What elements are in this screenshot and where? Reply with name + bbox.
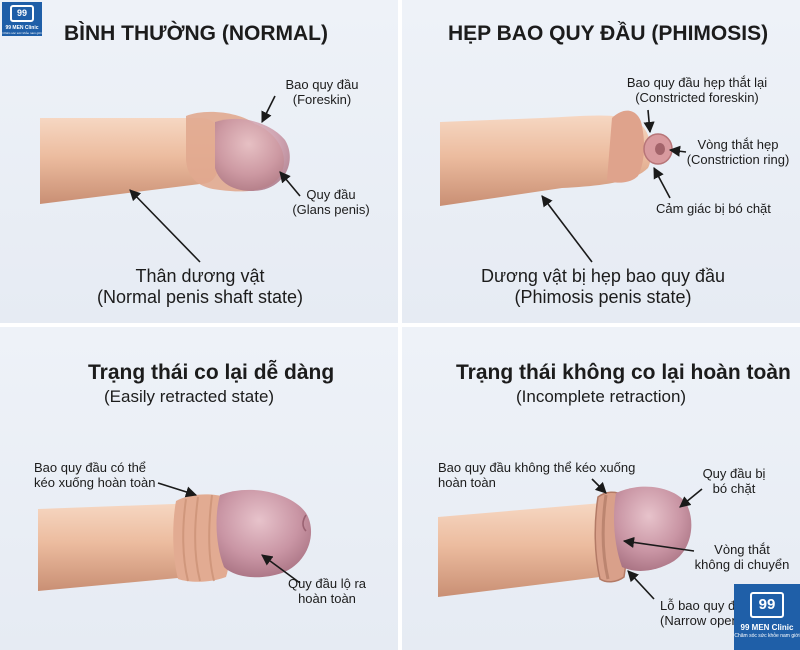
incomplete-illustration xyxy=(438,478,703,600)
label-incomplete-glans-l2: bó chặt xyxy=(712,480,756,496)
label-incomplete-glans-l1: Quy đầu bị xyxy=(702,466,766,481)
arrow-incomplete-glans xyxy=(679,488,703,508)
panel-normal-title: BÌNH THƯỜNG (NORMAL) xyxy=(64,22,328,45)
easy-shaft xyxy=(38,503,210,591)
easy-retracted-foreskin xyxy=(173,494,231,582)
label-foreskin-en: (Foreskin) xyxy=(292,91,352,107)
logo-tagline-large: Chăm sóc sức khỏe nam giới xyxy=(734,633,800,639)
label-state: Dương vật bị hẹp bao quy đầu (Phimosis p… xyxy=(458,266,748,307)
normal-illustration xyxy=(40,95,301,263)
panel-easy-subtitle: (Easily retracted state) xyxy=(104,387,275,406)
logo-large: 99 99 MEN Clinic Chăm sóc sức khỏe nam g… xyxy=(734,584,800,650)
label-easy-foreskin-l1: Bao quy đầu có thể xyxy=(34,460,147,475)
phimosis-shaft xyxy=(440,115,652,206)
logo-name-large: 99 MEN Clinic xyxy=(740,623,794,632)
label-incomplete-ring-l2: không di chuyển xyxy=(694,556,790,572)
arrow-glans xyxy=(279,171,301,197)
arrow-easy-foreskin xyxy=(157,482,198,498)
logo-small: 99 99 MEN Clinic Chăm sóc sức khỏe nam g… xyxy=(2,2,42,36)
label-easy-glans-l2: hoàn toàn xyxy=(298,590,356,606)
label-incomplete-foreskin-l2: hoàn toàn xyxy=(438,474,496,490)
label-glans: Quy đầu (Glans penis) xyxy=(276,187,386,218)
logo-mark-large: 99 xyxy=(750,592,784,618)
label-state-vi: Dương vật bị hẹp bao quy đầu xyxy=(480,266,726,286)
incomplete-shaft xyxy=(438,503,616,597)
panel-incomplete-title: Trạng thái không co lại hoàn toàn xyxy=(456,361,791,384)
label-ring: Vòng thắt hẹp (Constriction ring) xyxy=(676,137,800,168)
label-incomplete-glans: Quy đầu bị bó chặt xyxy=(694,466,774,497)
label-incomplete-foreskin-l1: Bao quy đầu không thể kéo xuống xyxy=(438,460,636,475)
label-incomplete-foreskin: Bao quy đầu không thể kéo xuống hoàn toà… xyxy=(438,460,636,491)
arrow-shaft xyxy=(129,189,201,263)
incomplete-ring-band xyxy=(601,494,610,580)
easy-foreskin-folds xyxy=(182,494,215,582)
panel-phimosis-title: HẸP BAO QUY ĐẦU (PHIMOSIS) xyxy=(448,22,769,45)
arrow-easy-glans xyxy=(261,554,301,584)
label-easy-foreskin-l2: kéo xuống hoàn toàn xyxy=(34,474,156,490)
label-constricted: Bao quy đầu hẹp thắt lại (Constricted fo… xyxy=(602,75,792,106)
arrow-incomplete-ring xyxy=(622,536,695,552)
phimosis-illustration xyxy=(440,109,687,263)
label-ring-vi: Vòng thắt hẹp xyxy=(697,137,779,152)
phimosis-constricted-foreskin xyxy=(607,110,645,183)
label-foreskin: Bao quy đầu (Foreskin) xyxy=(262,77,382,108)
easy-meatus xyxy=(302,514,307,532)
normal-glans xyxy=(215,118,290,192)
panel-normal: BÌNH THƯỜNG (NORMAL) Bao quy đầu (Foresk… xyxy=(0,0,398,323)
incomplete-glans xyxy=(614,486,692,571)
label-tight: Cảm giác bị bó chặt xyxy=(656,201,771,216)
easy-glans xyxy=(216,489,312,578)
logo-name-small: 99 MEN Clinic xyxy=(5,25,39,31)
arrow-tight xyxy=(653,167,671,199)
easy-illustration xyxy=(38,482,312,591)
logo-tagline-small: Chăm sóc sức khỏe nam giới xyxy=(2,31,42,35)
arrow-constricted xyxy=(643,109,655,134)
normal-shaft xyxy=(40,118,220,204)
label-glans-en: (Glans penis) xyxy=(292,201,370,217)
label-glans-vi: Quy đầu xyxy=(306,187,356,202)
label-incomplete-ring-l1: Vòng thắt xyxy=(714,542,770,557)
arrow-ring xyxy=(668,145,687,157)
panel-phimosis: HẸP BAO QUY ĐẦU (PHIMOSIS) Bao quy đầu h… xyxy=(402,0,800,323)
label-foreskin-vi: Bao quy đầu xyxy=(285,77,359,92)
panel-easy-title: Trạng thái co lại dễ dàng xyxy=(88,361,335,384)
label-shaft-en: (Normal penis shaft state) xyxy=(96,286,304,307)
label-ring-en: (Constriction ring) xyxy=(686,151,790,167)
label-easy-foreskin: Bao quy đầu có thể kéo xuống hoàn toàn xyxy=(34,460,156,491)
panel-easy: Trạng thái co lại dễ dàng (Easily retrac… xyxy=(0,327,398,650)
logo-mark-small: 99 xyxy=(10,5,34,22)
arrow-incomplete-narrow xyxy=(627,570,655,600)
label-state-en: (Phimosis penis state) xyxy=(514,286,692,307)
label-constricted-vi: Bao quy đầu hẹp thắt lại xyxy=(626,75,768,90)
phimosis-opening xyxy=(655,143,665,155)
label-shaft-vi: Thân dương vật xyxy=(135,266,265,286)
label-incomplete-ring: Vòng thắt không di chuyển xyxy=(684,542,800,573)
arrow-state xyxy=(541,195,593,263)
label-shaft: Thân dương vật (Normal penis shaft state… xyxy=(60,266,340,307)
arrow-foreskin xyxy=(261,95,276,124)
panel-incomplete-subtitle: (Incomplete retraction) xyxy=(516,387,687,406)
arrow-incomplete-foreskin xyxy=(591,478,607,494)
label-easy-glans: Quy đầu lộ ra hoàn toàn xyxy=(272,576,382,607)
label-constricted-en: (Constricted foreskin) xyxy=(635,89,759,105)
label-easy-glans-l1: Quy đầu lộ ra xyxy=(287,576,367,591)
